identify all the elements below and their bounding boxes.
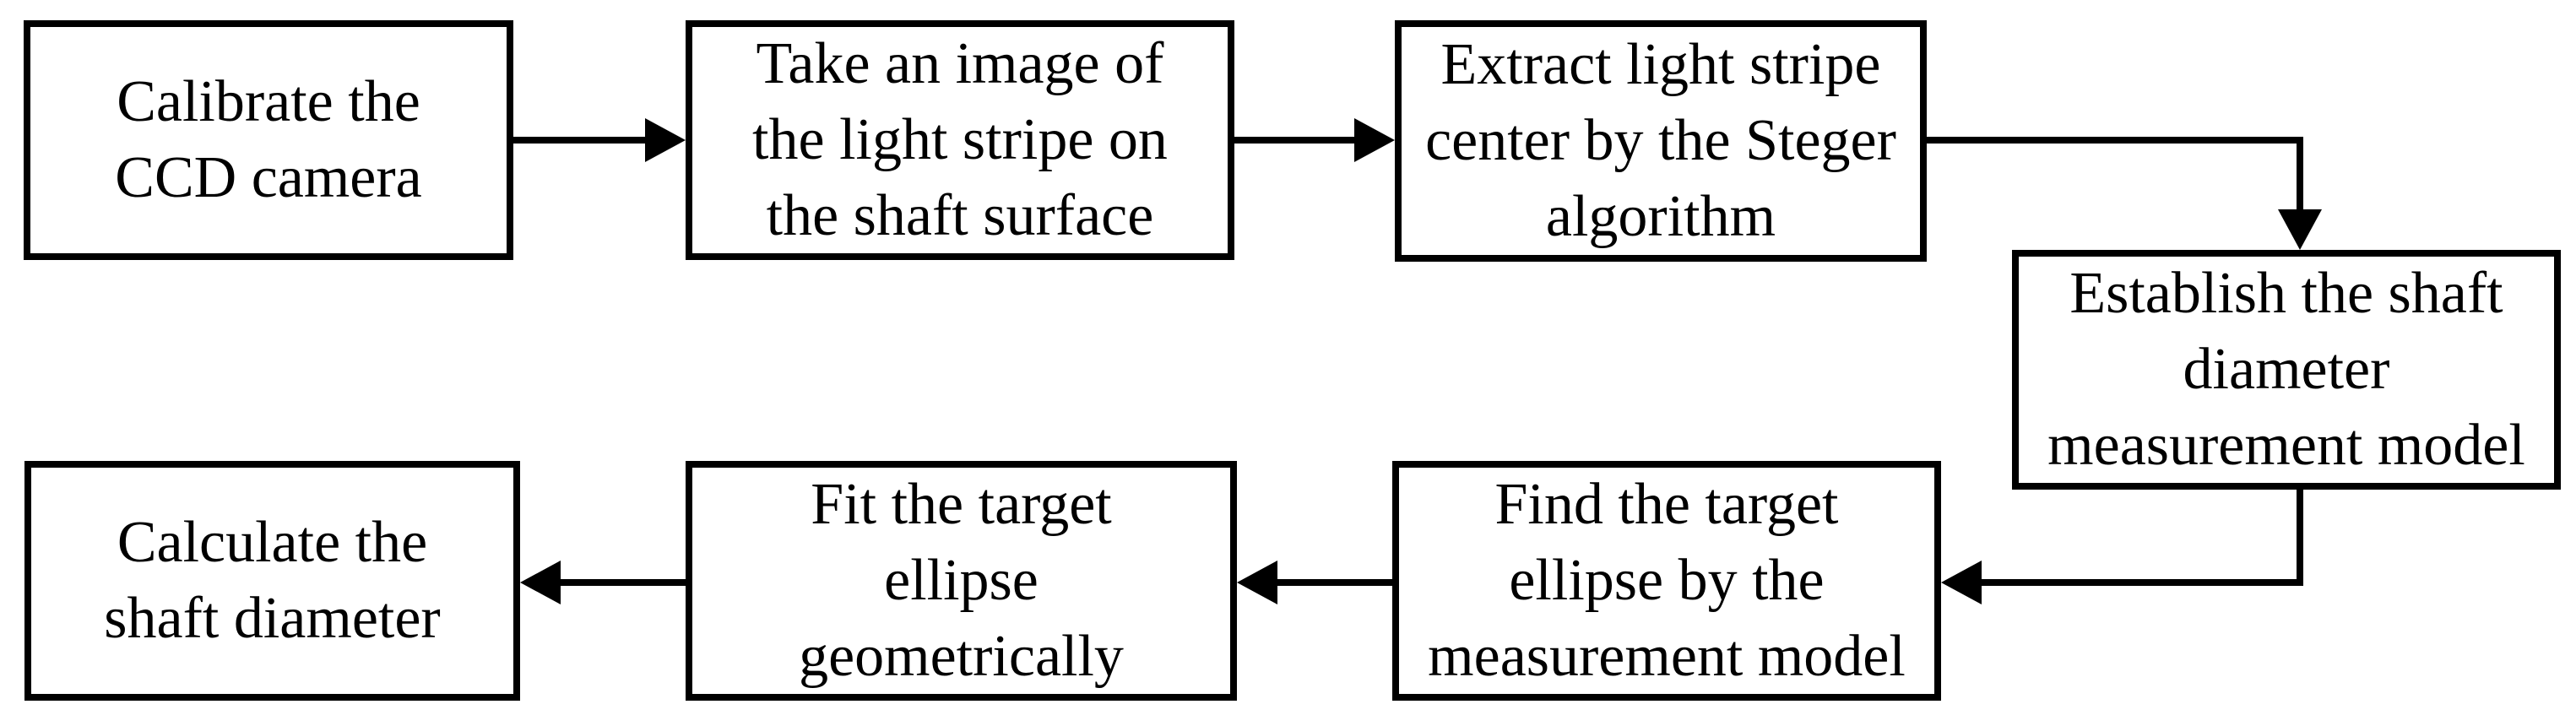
arrow-establish-model-to-find-ellipse <box>1941 490 2303 604</box>
arrowhead-left-icon <box>1237 561 1277 604</box>
flow-step-fit-ellipse: Fit the target ellipse geometrically <box>686 461 1237 701</box>
arrowhead-right-icon <box>1354 118 1395 162</box>
flow-step-label: Find the target ellipse by the measureme… <box>1428 472 1906 689</box>
flow-step-label: Fit the target ellipse geometrically <box>799 472 1124 689</box>
flow-step-label: Extract light stripe center by the Stege… <box>1425 32 1896 249</box>
arrow-find-ellipse-to-fit-ellipse <box>1237 561 1392 604</box>
arrow-take-image-to-extract-center <box>1234 118 1395 162</box>
flow-step-find-ellipse: Find the target ellipse by the measureme… <box>1392 461 1941 701</box>
flow-step-label: Calibrate the CCD camera <box>115 69 422 210</box>
arrowhead-down-icon <box>2278 209 2322 250</box>
flow-step-label: Establish the shaft diameter measurement… <box>2047 261 2525 478</box>
flow-step-label: Take an image of the light stripe on the… <box>752 31 1168 248</box>
arrowhead-left-icon <box>1941 561 1982 604</box>
flow-step-calculate-diameter: Calculate the shaft diameter <box>24 461 520 701</box>
arrowhead-left-icon <box>520 561 561 604</box>
flow-step-establish-model: Establish the shaft diameter measurement… <box>2012 250 2561 490</box>
arrow-calibrate-to-take-image <box>513 118 686 162</box>
arrowhead-right-icon <box>645 118 686 162</box>
flow-step-calibrate-camera: Calibrate the CCD camera <box>24 20 513 260</box>
arrow-fit-ellipse-to-calculate-diameter <box>520 561 686 604</box>
flow-step-take-image: Take an image of the light stripe on the… <box>686 20 1234 260</box>
flow-step-extract-center: Extract light stripe center by the Stege… <box>1395 20 1927 262</box>
flow-step-label: Calculate the shaft diameter <box>104 510 441 651</box>
arrow-extract-center-to-establish-model <box>1927 137 2322 250</box>
